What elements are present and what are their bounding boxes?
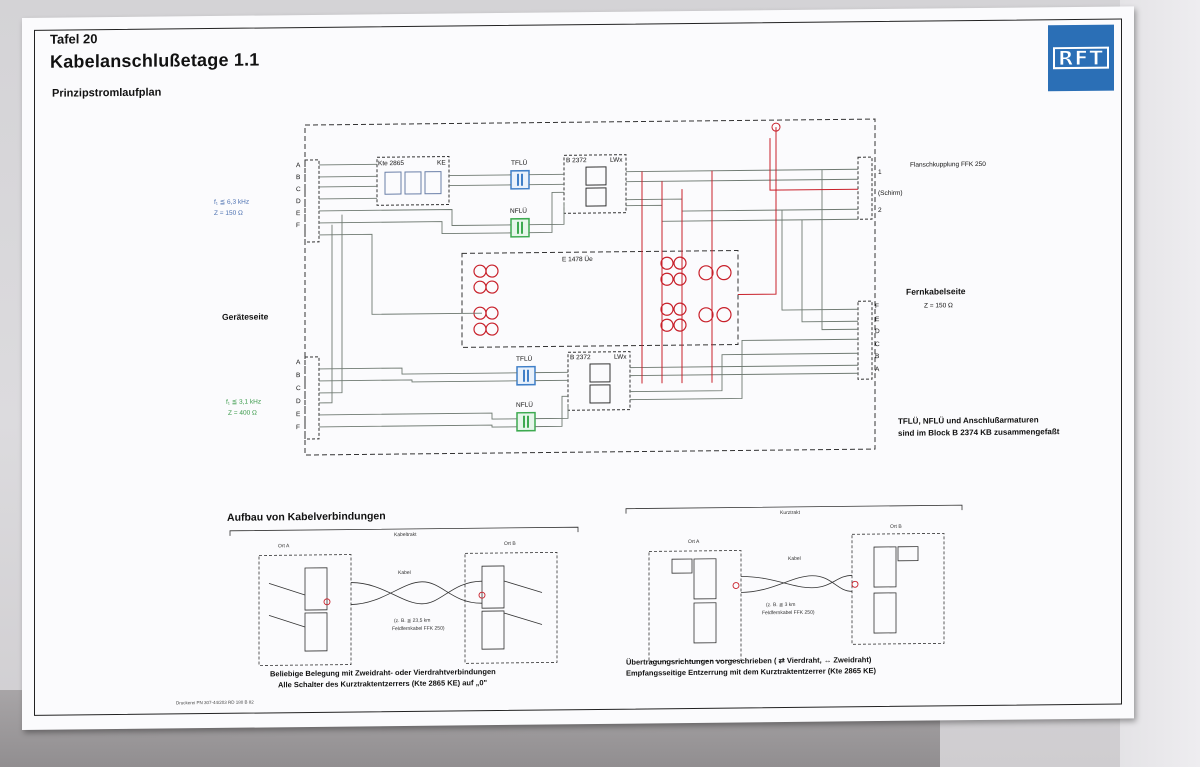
upper-spec-impedance: Z = 150 Ω xyxy=(214,209,243,217)
terminal-letter: E xyxy=(296,210,301,218)
nflu-lower xyxy=(516,411,536,432)
right-cable-label: Kabel xyxy=(788,555,801,562)
e1478-box xyxy=(461,249,739,348)
tflu-upper-label: TFLÜ xyxy=(511,159,528,167)
left-cable-label: Kabel xyxy=(398,569,411,577)
upper-spec-freq: f₁ ≦ 6,3 kHz xyxy=(214,198,250,206)
right-place-a: Ort A xyxy=(688,538,700,546)
left-cable-note-1: (z. B. ≦ 23,5 km xyxy=(394,617,431,625)
lower-spec-freq: f₁ ≦ 3,1 kHz xyxy=(226,398,262,406)
terminal-letter: E xyxy=(875,315,880,323)
terminal-letter: B xyxy=(296,174,301,182)
e1478-label: E 1478 Üe xyxy=(562,256,593,264)
outer-dashed-boundary xyxy=(304,118,876,456)
lwx-lower-label: LWx xyxy=(614,353,627,361)
right-num-1: 1 xyxy=(878,168,882,177)
lower-section-heading: Aufbau von Kabelverbindungen xyxy=(227,510,386,524)
footer-imprint: Druckerei PN 307-44/203 RD 180 B 82 xyxy=(176,699,254,706)
terminal-letter: C xyxy=(875,340,880,348)
right-bracket-label: Kurztrakt xyxy=(780,509,801,517)
right-place-b: Ort B xyxy=(890,523,902,530)
terminal-letter: C xyxy=(296,186,301,194)
kte-block-label: Kte 2865 xyxy=(378,159,405,168)
kte-switch-1 xyxy=(384,171,402,195)
kte-switch-3 xyxy=(424,171,442,195)
note-line-1: TFLÜ, NFLÜ und Anschlußarmaturen xyxy=(898,415,1039,426)
terminal-letter: E xyxy=(296,411,301,419)
left-side-label: Geräteseite xyxy=(222,311,269,322)
left-terminal-block-lower xyxy=(304,356,320,440)
terminal-letter: D xyxy=(296,398,301,406)
tflu-lower xyxy=(516,365,536,386)
terminal-letter: B xyxy=(296,372,301,380)
left-bracket-label: Kabeltrakt xyxy=(394,531,417,539)
nflu-lower-label: NFLÜ xyxy=(516,401,533,409)
lower-right-diagram xyxy=(648,532,945,662)
terminal-letter: F xyxy=(875,303,879,311)
right-num-2: 2 xyxy=(878,206,882,215)
b2372-upper-label: B 2372 xyxy=(566,157,587,165)
e1478-jacks xyxy=(473,256,732,336)
right-terminal-block-lower xyxy=(857,300,873,380)
note-line-2: sind im Block B 2374 KB zusammengefaßt xyxy=(898,427,1060,438)
right-cable-note-2: Feldfernkabel FFK 250) xyxy=(762,609,815,617)
gray-wiring xyxy=(319,163,858,428)
lower-spec-impedance: Z = 400 Ω xyxy=(228,409,257,417)
main-schematic xyxy=(229,118,963,666)
terminal-letter: A xyxy=(296,162,301,170)
terminal-letter: C xyxy=(296,385,301,393)
lower-brackets xyxy=(229,504,963,536)
terminal-letter: F xyxy=(296,424,300,432)
left-terminal-block-upper xyxy=(304,159,320,243)
right-side-label: Fernkabelseite xyxy=(906,286,966,297)
kte-block-suffix: KE xyxy=(437,159,446,167)
flange-label: Flanschkupplung FFK 250 xyxy=(910,160,986,169)
right-cable-note-1: (z. B. ≦ 3 km xyxy=(766,601,796,609)
terminal-letter: A xyxy=(875,365,880,373)
nflu-upper-label: NFLÜ xyxy=(510,207,527,215)
right-terminal-block-upper xyxy=(857,156,873,220)
schematic-board: Tafel 20 Kabelanschlußetage 1.1 Prinzips… xyxy=(22,6,1134,731)
terminal-letter: F xyxy=(296,222,300,230)
b2372-lower xyxy=(567,351,631,411)
tflu-lower-label: TFLÜ xyxy=(516,355,533,363)
left-place-a: Ort A xyxy=(278,543,290,550)
kte-switch-2 xyxy=(404,171,422,195)
terminal-letter: D xyxy=(296,198,301,206)
kte-2865-box xyxy=(376,156,450,206)
red-wiring xyxy=(641,127,858,384)
terminal-letter: A xyxy=(296,359,301,367)
lwx-upper-label: LWx xyxy=(610,156,623,164)
tflu-upper xyxy=(510,169,530,190)
right-side-impedance: Z = 150 Ω xyxy=(924,302,953,310)
b2372-lower-label: B 2372 xyxy=(570,354,591,362)
nflu-upper xyxy=(510,217,530,238)
lower-left-diagram xyxy=(258,551,558,666)
terminal-letter: D xyxy=(875,328,880,336)
left-place-b: Ort B xyxy=(504,540,516,547)
shield-label: (Schirm) xyxy=(878,189,903,198)
terminal-letter: B xyxy=(875,353,880,361)
left-cable-note-2: Feldfernkabel FFK 250) xyxy=(392,625,445,633)
